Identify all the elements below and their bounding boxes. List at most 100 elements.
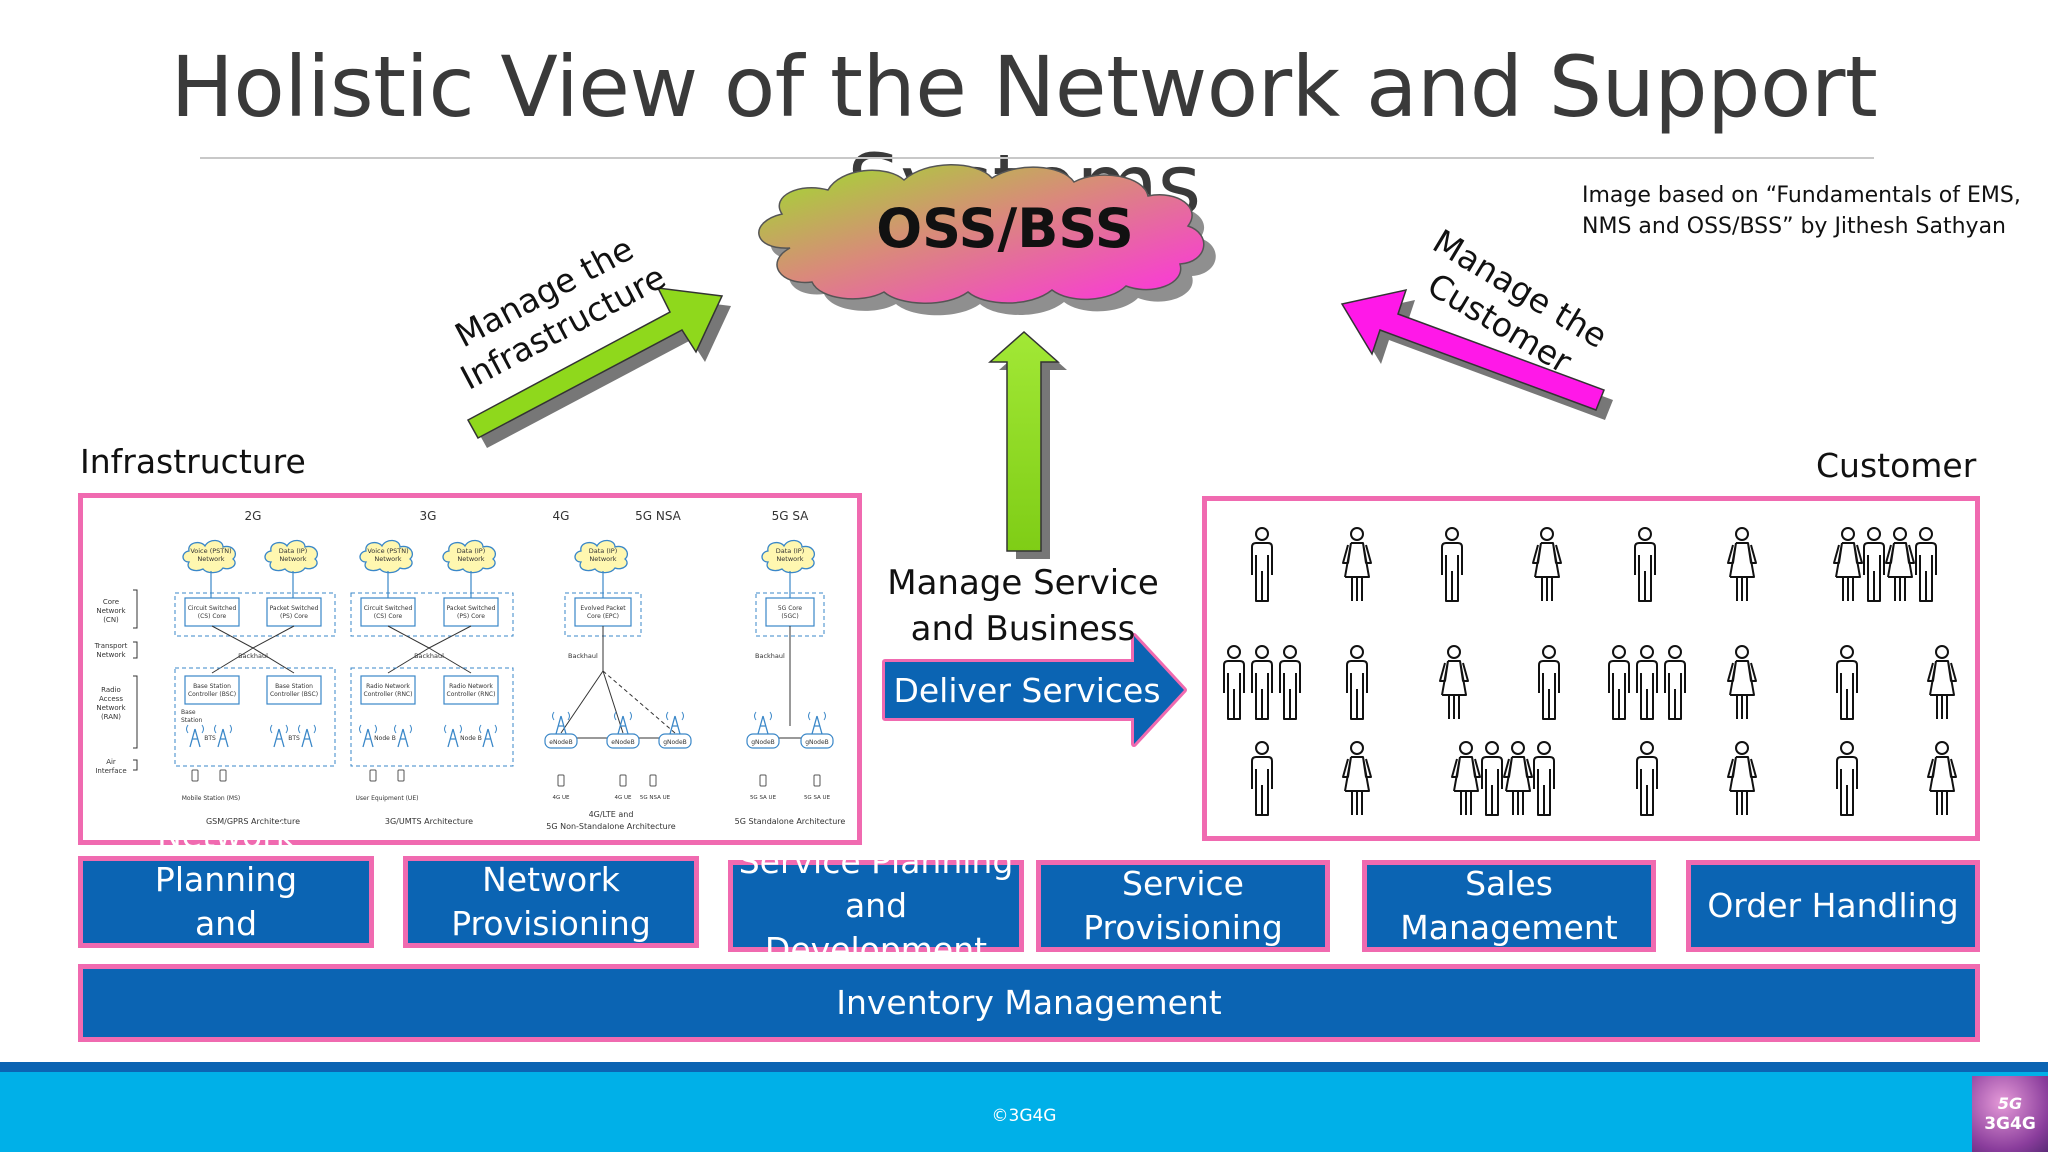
svg-text:Interface: Interface bbox=[95, 767, 126, 775]
credit-line-1: Image based on “Fundamentals of EMS, bbox=[1582, 183, 2021, 208]
svg-text:gNodeB: gNodeB bbox=[663, 739, 687, 746]
svg-text:Controller (RNC): Controller (RNC) bbox=[447, 691, 496, 698]
male-person-icon bbox=[1251, 741, 1273, 816]
manage-service-arrow bbox=[988, 330, 1067, 559]
infrastructure-panel: 2G 3G 4G 5G NSA 5G SA Core Network (CN) … bbox=[78, 493, 862, 845]
inventory-management-bar: Inventory Management bbox=[78, 964, 1980, 1042]
male-person-icon bbox=[1346, 645, 1368, 720]
female-person-icon bbox=[1503, 741, 1533, 815]
svg-text:Network: Network bbox=[96, 651, 126, 659]
female-person-icon bbox=[1439, 645, 1469, 719]
svg-text:Node B: Node B bbox=[374, 735, 396, 742]
svg-text:gNodeB: gNodeB bbox=[751, 739, 775, 746]
gen-2g: 2G bbox=[245, 509, 262, 523]
svg-text:(RAN): (RAN) bbox=[101, 713, 121, 721]
footer-stripe bbox=[0, 1062, 2048, 1072]
svg-text:Data (IP): Data (IP) bbox=[589, 547, 618, 555]
svg-text:GSM/GPRS Architecture: GSM/GPRS Architecture bbox=[206, 817, 300, 826]
umts-architecture: Voice (PSTN) Network Data (IP) Network C… bbox=[350, 539, 514, 826]
svg-text:Access: Access bbox=[99, 695, 123, 703]
infrastructure-label: Infrastructure bbox=[80, 442, 306, 481]
svg-text:5G Standalone Architecture: 5G Standalone Architecture bbox=[735, 817, 846, 826]
source-credit: Image based on “Fundamentals of EMS, NMS… bbox=[1582, 180, 2021, 242]
credit-line-2: NMS and OSS/BSS” by Jithesh Sathyan bbox=[1582, 214, 2007, 239]
female-person-icon bbox=[1727, 527, 1757, 601]
svg-text:Air: Air bbox=[106, 758, 116, 766]
svg-text:(PS) Core: (PS) Core bbox=[457, 613, 485, 620]
svg-text:gNodeB: gNodeB bbox=[805, 739, 829, 746]
svg-text:(CS) Core: (CS) Core bbox=[198, 613, 227, 620]
lte-nsa-architecture: Data (IP) Network Evolved Packet Core (E… bbox=[544, 539, 692, 831]
svg-text:eNodeB: eNodeB bbox=[611, 739, 634, 746]
male-person-icon bbox=[1634, 527, 1656, 602]
male-person-icon bbox=[1251, 645, 1273, 720]
svg-text:Base Station: Base Station bbox=[193, 683, 231, 690]
5g-sa-architecture: Data (IP) Network 5G Core (5GC) Backhaul… bbox=[735, 539, 846, 826]
svg-text:Transport: Transport bbox=[94, 642, 128, 650]
female-person-icon bbox=[1927, 741, 1957, 815]
male-person-icon bbox=[1481, 741, 1503, 816]
male-person-icon bbox=[1441, 527, 1463, 602]
svg-text:Voice (PSTN): Voice (PSTN) bbox=[367, 547, 408, 555]
gen-3g: 3G bbox=[420, 509, 437, 523]
svg-text:5G SA UE: 5G SA UE bbox=[804, 795, 831, 801]
oss-bss-cloud: OSS/BSS bbox=[758, 163, 1216, 316]
svg-text:Core (EPC): Core (EPC) bbox=[587, 613, 619, 620]
female-person-icon bbox=[1927, 645, 1957, 719]
svg-text:Network: Network bbox=[96, 704, 126, 712]
svg-text:(CN): (CN) bbox=[103, 616, 119, 624]
gen-5g-nsa: 5G NSA bbox=[635, 509, 682, 523]
svg-text:Network: Network bbox=[589, 555, 616, 563]
female-person-icon bbox=[1532, 527, 1562, 601]
manage-customer-arrow bbox=[1340, 288, 1613, 420]
svg-text:3G/UMTS Architecture: 3G/UMTS Architecture bbox=[385, 817, 473, 826]
infrastructure-architecture-diagram: 2G 3G 4G 5G NSA 5G SA Core Network (CN) … bbox=[94, 509, 846, 831]
male-person-icon bbox=[1863, 527, 1885, 602]
female-person-icon bbox=[1833, 527, 1863, 601]
male-person-icon bbox=[1608, 645, 1630, 720]
customer-label: Customer bbox=[1816, 446, 1977, 485]
svg-text:Mobile Station (MS): Mobile Station (MS) bbox=[182, 795, 241, 802]
svg-text:Controller (RNC): Controller (RNC) bbox=[364, 691, 413, 698]
svg-text:Station: Station bbox=[181, 717, 203, 724]
svg-text:4G UE: 4G UE bbox=[614, 795, 632, 801]
svg-text:4G UE: 4G UE bbox=[552, 795, 570, 801]
svg-text:(5GC): (5GC) bbox=[781, 613, 798, 620]
svg-text:Controller (BSC): Controller (BSC) bbox=[188, 691, 236, 698]
male-person-icon bbox=[1279, 645, 1301, 720]
3g4g-logo: 5G 3G4G bbox=[1972, 1076, 2048, 1152]
svg-text:Network: Network bbox=[96, 607, 126, 615]
svg-text:Network: Network bbox=[279, 555, 306, 563]
svg-text:BTS: BTS bbox=[288, 735, 300, 742]
svg-text:(PS) Core: (PS) Core bbox=[280, 613, 308, 620]
female-person-icon bbox=[1342, 527, 1372, 601]
gsm-architecture: Voice (PSTN) Network Data (IP) Network C… bbox=[174, 539, 336, 826]
female-person-icon bbox=[1342, 741, 1372, 815]
svg-text:Core: Core bbox=[103, 598, 119, 606]
svg-text:5G SA UE: 5G SA UE bbox=[750, 795, 777, 801]
male-person-icon bbox=[1664, 645, 1686, 720]
svg-text:Backhaul: Backhaul bbox=[568, 652, 598, 660]
cloud-label: OSS/BSS bbox=[876, 197, 1134, 260]
svg-text:Data (IP): Data (IP) bbox=[279, 547, 308, 555]
svg-text:Network: Network bbox=[197, 555, 224, 563]
male-person-icon bbox=[1915, 527, 1937, 602]
manage-service-label: Manage Service and Business bbox=[887, 563, 1159, 649]
female-person-icon bbox=[1451, 741, 1481, 815]
svg-text:Backhaul: Backhaul bbox=[414, 652, 444, 660]
manage-infrastructure-arrow bbox=[466, 287, 731, 448]
svg-text:BTS: BTS bbox=[204, 735, 216, 742]
male-person-icon bbox=[1533, 741, 1555, 816]
svg-text:4G/LTE and: 4G/LTE and bbox=[589, 810, 634, 819]
svg-text:Voice (PSTN): Voice (PSTN) bbox=[190, 547, 231, 555]
svg-text:Node B: Node B bbox=[460, 735, 482, 742]
male-person-icon bbox=[1223, 645, 1245, 720]
male-person-icon bbox=[1636, 741, 1658, 816]
svg-text:Circuit Switched: Circuit Switched bbox=[188, 605, 237, 612]
gen-5g-sa: 5G SA bbox=[772, 509, 810, 523]
